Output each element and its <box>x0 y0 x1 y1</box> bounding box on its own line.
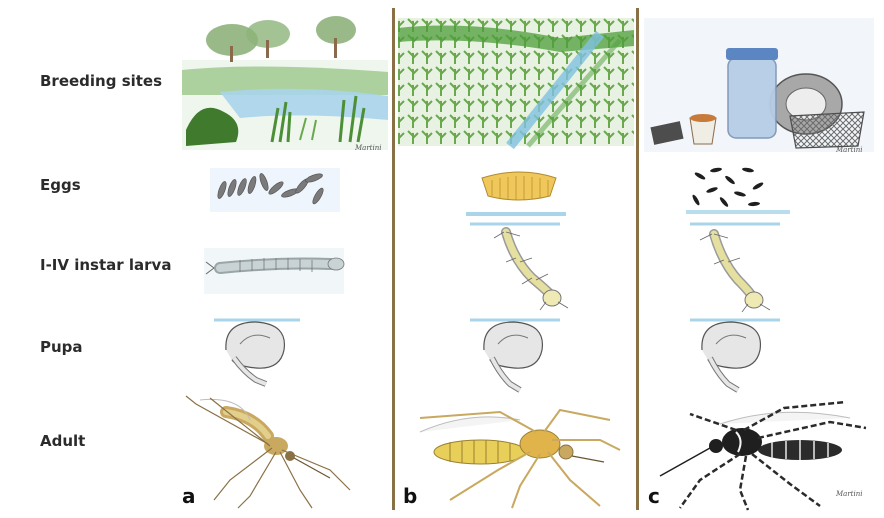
panel-a-pupa <box>214 320 300 384</box>
panel-letter-a: a <box>182 484 196 508</box>
svg-text:Martini: Martini <box>835 146 863 154</box>
svg-text:Martini: Martini <box>835 490 863 498</box>
panel-c-eggs <box>686 167 790 214</box>
panel-c-pupa <box>690 320 780 390</box>
panel-c-breeding-site: Martini <box>644 18 874 154</box>
panel-a-larva <box>204 248 344 294</box>
panel-letter-c: c <box>648 484 660 508</box>
panel-b-eggs <box>466 172 566 216</box>
panel-c-adult: Martini <box>660 402 866 510</box>
panel-b-larva <box>470 224 568 310</box>
panel-b-breeding-site <box>398 18 634 146</box>
panel-c-larva <box>690 224 780 312</box>
panel-b-adult <box>420 410 620 508</box>
panel-b-pupa <box>470 320 560 390</box>
panel-a-eggs <box>210 168 340 212</box>
svg-text:Martini: Martini <box>354 144 382 152</box>
panel-letter-b: b <box>403 484 417 508</box>
panel-a-breeding-site: Martini <box>182 16 388 152</box>
panel-a-adult <box>186 396 350 508</box>
